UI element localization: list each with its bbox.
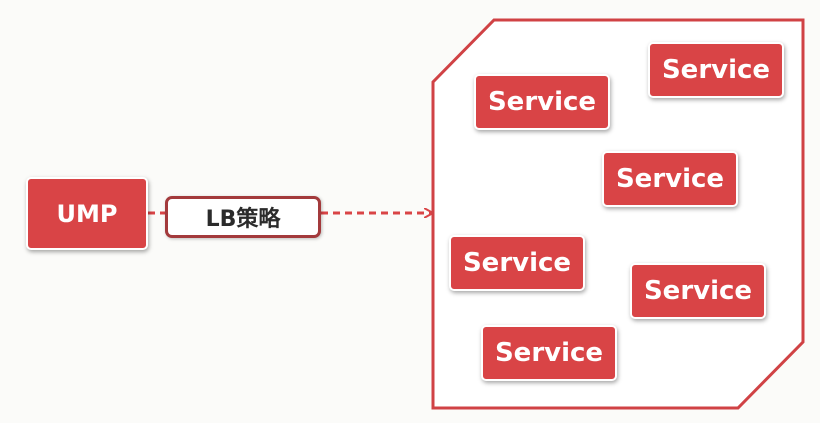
ump-label: UMP — [56, 199, 118, 228]
service-node: Service — [449, 235, 585, 291]
service-label: Service — [462, 248, 572, 278]
service-node: Service — [602, 151, 738, 207]
service-node: Service — [648, 42, 784, 98]
service-label: Service — [643, 276, 753, 306]
service-node: Service — [481, 325, 617, 381]
service-node: Service — [630, 263, 766, 319]
lb-strategy-label: LB策略 — [205, 207, 281, 232]
service-label: Service — [487, 87, 597, 117]
lb-strategy-node: LB策略 — [165, 196, 321, 238]
service-label: Service — [494, 338, 604, 368]
service-label: Service — [615, 164, 725, 194]
ump-node: UMP — [26, 177, 148, 250]
service-label: Service — [661, 55, 771, 85]
service-node: Service — [474, 74, 610, 130]
